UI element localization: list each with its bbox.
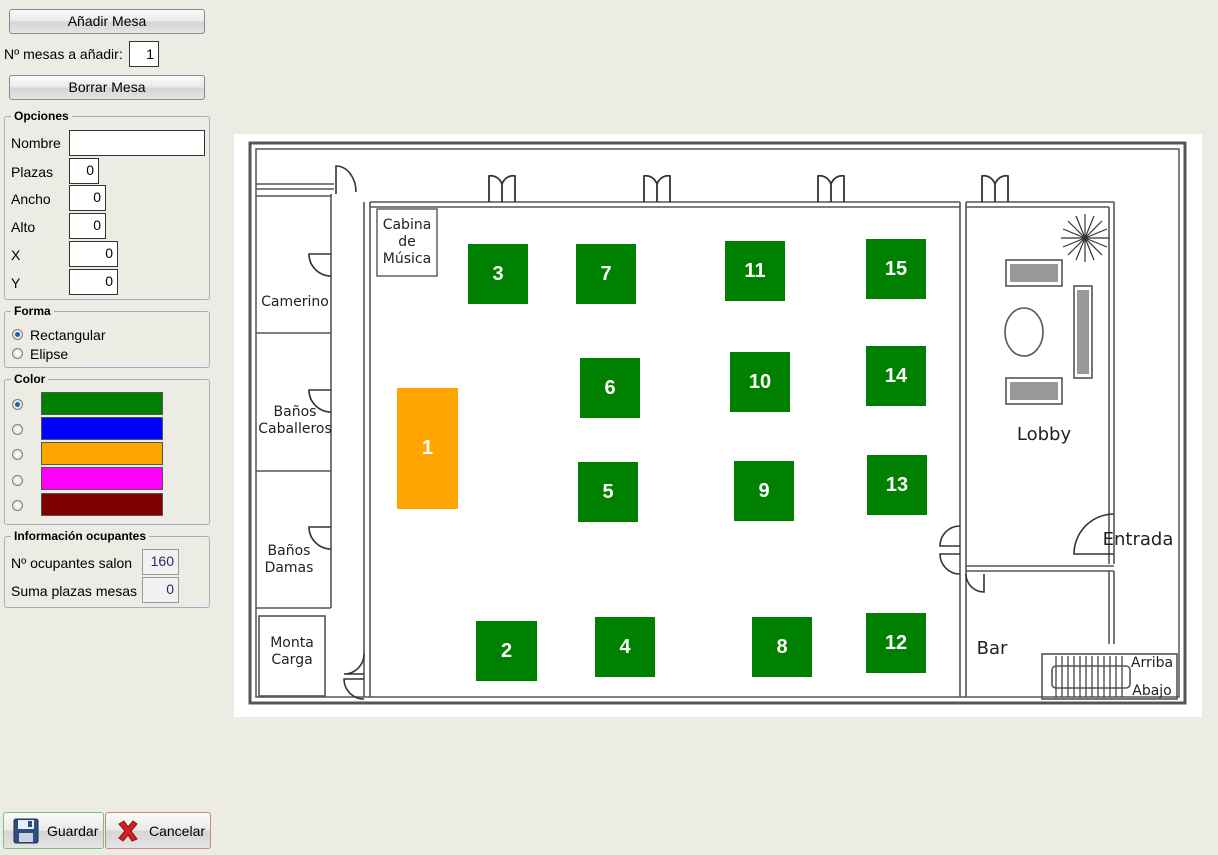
stairs-up-label: Arriba xyxy=(1130,655,1174,671)
floppy-disk-icon xyxy=(13,818,39,844)
table-12[interactable]: 12 xyxy=(866,613,926,673)
table-count-label: Nº mesas a añadir: xyxy=(4,46,123,62)
ellipse-radio[interactable] xyxy=(12,348,23,359)
table-1[interactable]: 1 xyxy=(397,388,458,509)
color-swatch-green[interactable] xyxy=(41,392,163,415)
color-swatch-blue[interactable] xyxy=(41,417,163,440)
dressing-room-label: Camerino xyxy=(261,294,329,310)
name-label: Nombre xyxy=(11,135,61,151)
seats-label: Plazas xyxy=(11,164,54,180)
x-input[interactable]: 0 xyxy=(69,241,118,267)
bar-label: Bar xyxy=(976,638,1008,659)
color-swatch-maroon[interactable] xyxy=(41,493,163,516)
table-2[interactable]: 2 xyxy=(476,621,537,681)
table-4[interactable]: 4 xyxy=(595,617,655,677)
save-button[interactable]: Guardar xyxy=(3,812,104,849)
table-3[interactable]: 3 xyxy=(468,244,528,304)
table-7[interactable]: 7 xyxy=(576,244,636,304)
ellipse-label[interactable]: Elipse xyxy=(30,346,69,362)
occupants-group-title: Información ocupantes xyxy=(11,529,150,543)
floorplan-drawing xyxy=(248,141,1187,705)
entrance-label: Entrada xyxy=(1102,529,1174,550)
cancel-button-label: Cancelar xyxy=(149,823,206,839)
options-group-title: Opciones xyxy=(11,109,72,123)
rectangular-radio[interactable] xyxy=(12,329,23,340)
y-label: Y xyxy=(11,275,21,291)
stairs-down-label: Abajo xyxy=(1132,683,1172,699)
width-label: Ancho xyxy=(11,191,51,207)
options-group: Opciones Nombre Plazas 0 Ancho 0 Alto 0 … xyxy=(4,109,210,300)
rectangular-label[interactable]: Rectangular xyxy=(30,327,106,343)
name-input[interactable] xyxy=(69,130,205,156)
shape-group: Forma Rectangular Elipse xyxy=(4,304,210,368)
occupants-label: Nº ocupantes salon xyxy=(11,555,133,571)
occupants-group: Información ocupantes Nº ocupantes salon… xyxy=(4,529,210,608)
table-14[interactable]: 14 xyxy=(866,346,926,406)
seats-sum-label: Suma plazas mesas xyxy=(11,583,138,599)
height-input[interactable]: 0 xyxy=(69,213,106,239)
color-swatch-orange[interactable] xyxy=(41,442,163,465)
color-radio-orange[interactable] xyxy=(12,449,23,460)
shape-group-title: Forma xyxy=(11,304,54,318)
color-group-title: Color xyxy=(11,372,49,386)
height-label: Alto xyxy=(11,219,36,235)
seats-sum-value: 0 xyxy=(142,577,179,603)
table-10[interactable]: 10 xyxy=(730,352,790,412)
color-radio-green[interactable] xyxy=(12,399,23,410)
table-9[interactable]: 9 xyxy=(734,461,794,521)
add-table-button[interactable]: Añadir Mesa xyxy=(9,9,205,34)
table-6[interactable]: 6 xyxy=(580,358,640,418)
table-13[interactable]: 13 xyxy=(867,455,927,515)
table-8[interactable]: 8 xyxy=(752,617,812,677)
y-input[interactable]: 0 xyxy=(69,269,118,295)
table-5[interactable]: 5 xyxy=(578,462,638,522)
color-radio-magenta[interactable] xyxy=(12,475,23,486)
table-11[interactable]: 11 xyxy=(725,241,785,301)
color-radio-blue[interactable] xyxy=(12,424,23,435)
delete-table-button[interactable]: Borrar Mesa xyxy=(9,75,205,100)
lobby-label: Lobby xyxy=(1016,424,1072,445)
table-count-input[interactable]: 1 xyxy=(129,41,159,67)
save-button-label: Guardar xyxy=(47,823,99,839)
color-radio-maroon[interactable] xyxy=(12,500,23,511)
cancel-button[interactable]: Cancelar xyxy=(105,812,211,849)
width-input[interactable]: 0 xyxy=(69,185,106,211)
occupants-value: 160 xyxy=(142,549,179,575)
x-label: X xyxy=(11,247,21,263)
red-x-icon xyxy=(118,820,138,842)
color-group: Color xyxy=(4,372,210,525)
table-15[interactable]: 15 xyxy=(866,239,926,299)
color-swatch-magenta[interactable] xyxy=(41,467,163,490)
seats-input[interactable]: 0 xyxy=(69,158,99,184)
